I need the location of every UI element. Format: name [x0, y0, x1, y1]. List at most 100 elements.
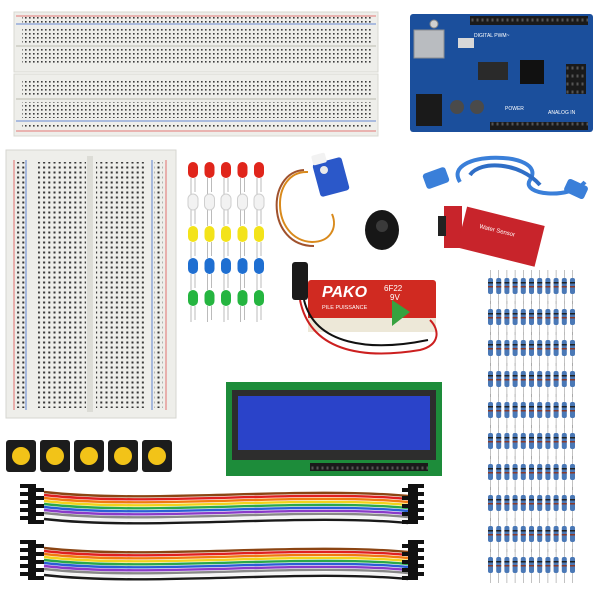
resistor — [520, 549, 526, 583]
resistor — [504, 456, 510, 490]
resistor — [545, 363, 551, 397]
ribbon-jumper-top — [20, 484, 424, 525]
resistor — [529, 363, 534, 397]
resistor — [520, 394, 526, 428]
resistor — [553, 549, 559, 583]
resistor — [529, 270, 534, 304]
buzzer — [365, 210, 399, 250]
resistor — [488, 425, 493, 459]
push-button — [74, 440, 104, 472]
resistor — [512, 270, 518, 304]
resistor — [496, 487, 502, 521]
resistor — [545, 301, 551, 335]
resistor — [561, 425, 567, 459]
resistor — [561, 270, 567, 304]
resistor — [496, 425, 502, 459]
resistor — [570, 425, 575, 459]
resistor — [529, 394, 534, 428]
resistor — [537, 549, 543, 583]
led — [221, 162, 231, 194]
battery-9v — [292, 262, 438, 355]
resistor — [512, 487, 518, 521]
resistor — [537, 487, 543, 521]
resistor — [488, 301, 493, 335]
resistor — [504, 270, 510, 304]
resistor — [537, 456, 543, 490]
resistor — [561, 518, 567, 552]
resistor — [570, 518, 575, 552]
resistor — [496, 332, 502, 366]
led — [237, 193, 248, 226]
jumper-ribbons — [20, 484, 424, 581]
resistor — [529, 549, 534, 583]
resistor — [537, 332, 543, 366]
resistor — [504, 394, 510, 428]
full-breadboard-top — [13, 11, 379, 73]
resistor — [529, 518, 534, 552]
push-button — [108, 440, 138, 472]
resistor — [496, 270, 502, 304]
resistor — [529, 487, 534, 521]
resistor — [520, 363, 526, 397]
led — [220, 193, 232, 226]
resistor — [488, 270, 493, 304]
resistor — [496, 518, 502, 552]
resistor — [488, 518, 493, 552]
resistor — [537, 425, 543, 459]
resistor — [496, 456, 502, 490]
resistor — [496, 394, 502, 428]
led — [254, 258, 264, 290]
led — [204, 258, 215, 290]
resistor — [537, 270, 543, 304]
led — [188, 226, 198, 258]
led — [204, 193, 215, 226]
servo-motor — [275, 152, 350, 247]
resistor-array — [488, 270, 575, 583]
resistor — [529, 425, 534, 459]
led — [204, 162, 215, 194]
resistor — [529, 332, 534, 366]
led — [204, 290, 215, 322]
resistor — [512, 518, 518, 552]
resistor — [570, 363, 575, 397]
led — [204, 226, 215, 258]
resistor — [545, 518, 551, 552]
resistor — [561, 332, 567, 366]
resistor — [545, 487, 551, 521]
resistor — [488, 549, 493, 583]
resistor — [545, 549, 551, 583]
push-button — [6, 440, 36, 472]
push-button — [142, 440, 172, 472]
led-array — [187, 162, 265, 322]
resistor — [537, 518, 543, 552]
resistor — [504, 332, 510, 366]
resistor — [504, 425, 510, 459]
resistor — [570, 301, 575, 335]
led — [237, 162, 248, 194]
resistor — [545, 456, 551, 490]
led — [187, 193, 199, 226]
resistor — [561, 549, 567, 583]
led — [188, 258, 198, 290]
resistor — [553, 363, 559, 397]
push-buttons — [6, 440, 172, 472]
led — [237, 226, 248, 258]
resistor — [553, 425, 559, 459]
resistor — [520, 518, 526, 552]
resistor — [496, 549, 502, 583]
led — [188, 290, 198, 322]
resistor — [570, 549, 575, 583]
push-button — [40, 440, 70, 472]
resistor — [504, 549, 510, 583]
resistor — [504, 487, 510, 521]
ribbon-jumper-bottom — [20, 540, 424, 581]
resistor — [488, 394, 493, 428]
resistor — [512, 332, 518, 366]
resistor — [537, 301, 543, 335]
resistor — [529, 301, 534, 335]
resistor — [545, 394, 551, 428]
half-breadboard — [5, 149, 177, 419]
resistor — [504, 518, 510, 552]
led — [253, 193, 265, 226]
